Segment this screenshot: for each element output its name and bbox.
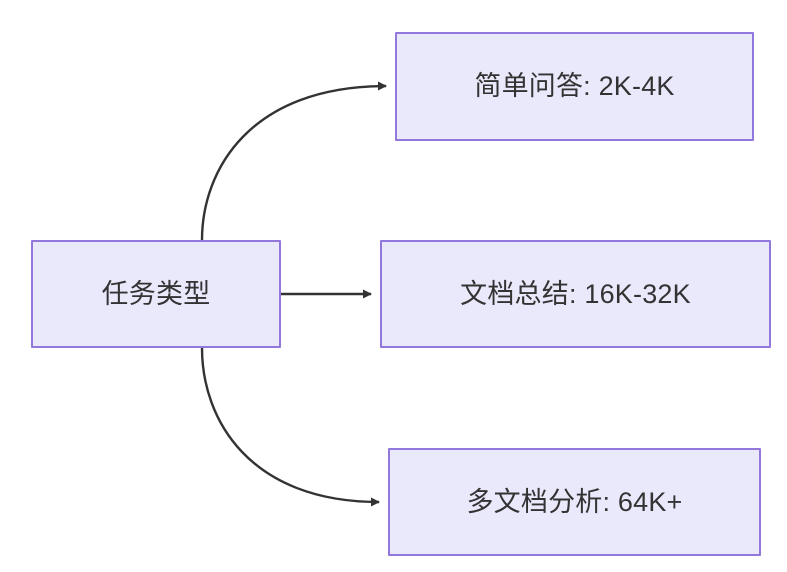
node-multi-doc-analysis[interactable]: 多文档分析: 64K+ [388, 448, 761, 556]
edge-root-to-multi-doc [200, 347, 380, 507]
node-doc-summary[interactable]: 文档总结: 16K-32K [380, 240, 771, 348]
node-doc-summary-label: 文档总结: 16K-32K [460, 278, 691, 309]
node-task-type-label: 任务类型 [101, 278, 211, 309]
node-simple-qa-label: 简单问答: 2K-4K [474, 71, 675, 102]
edge-root-to-simple-qa [200, 81, 387, 241]
node-task-type[interactable]: 任务类型 [31, 240, 281, 348]
node-simple-qa[interactable]: 简单问答: 2K-4K [395, 32, 754, 141]
node-multi-doc-analysis-label: 多文档分析: 64K+ [466, 486, 683, 517]
